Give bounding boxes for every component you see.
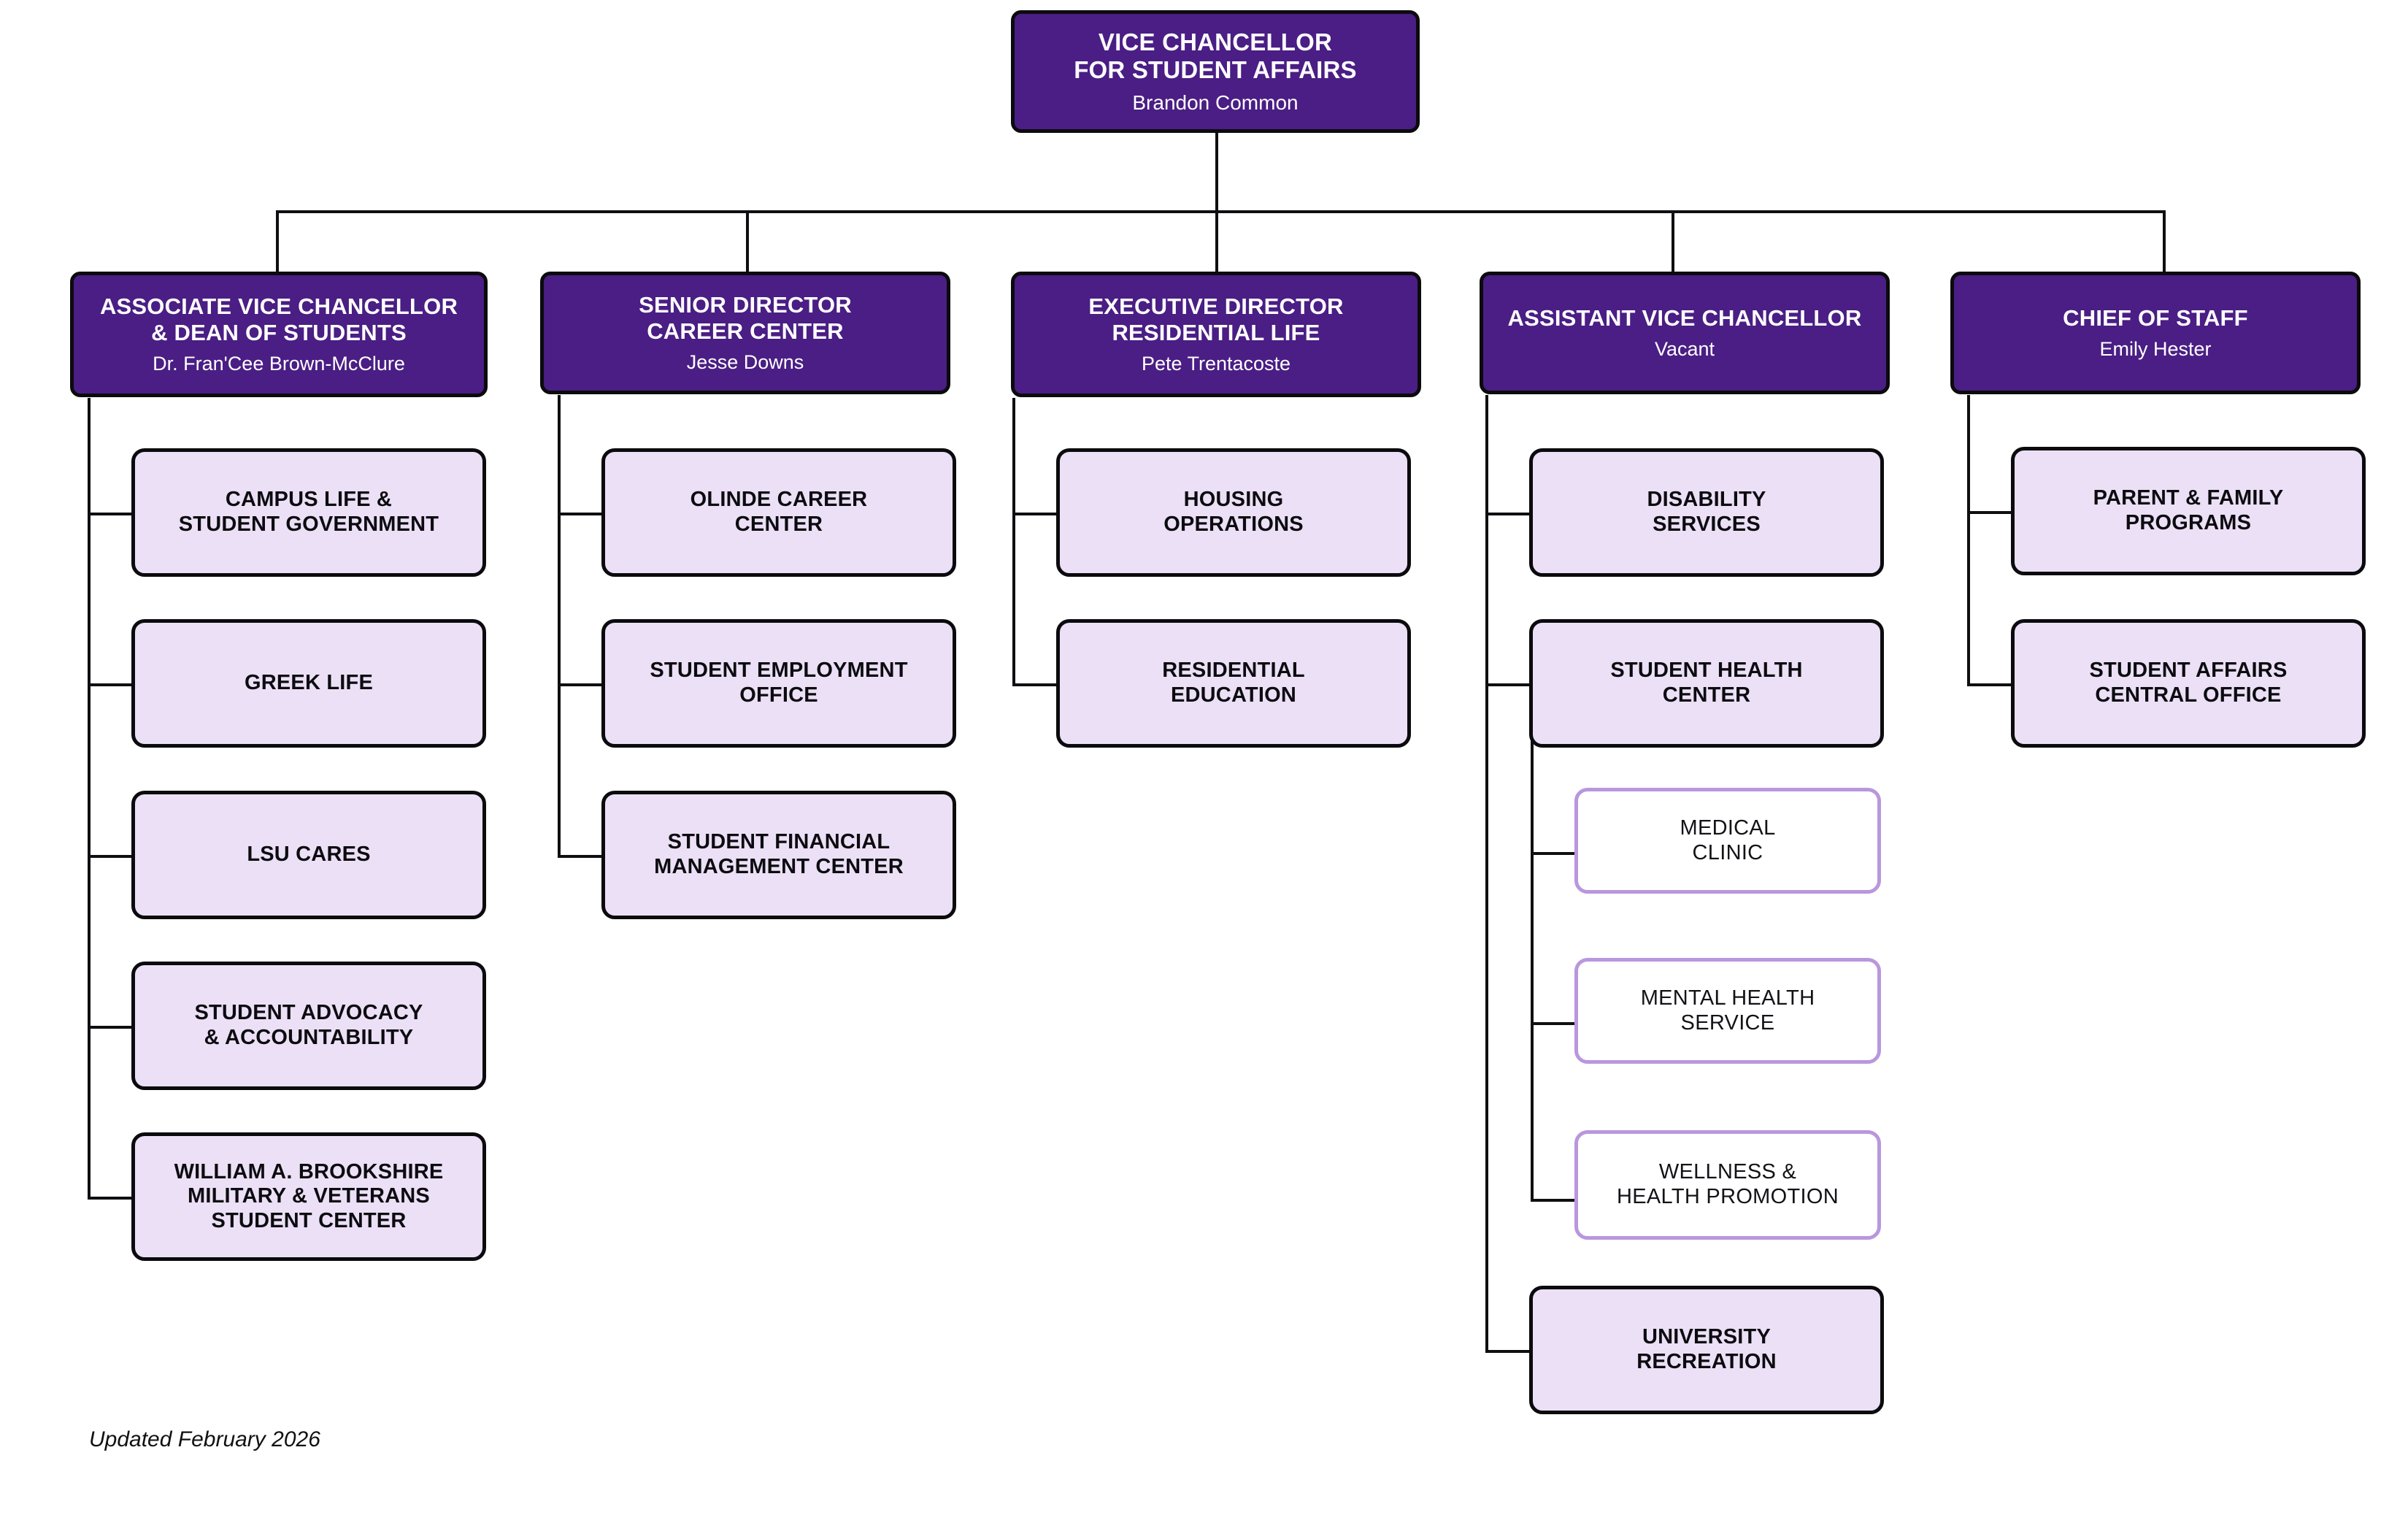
connector-subspine-student-health-center <box>1531 739 1534 1202</box>
node-student-affairs-central-office[interactable]: STUDENT AFFAIRS CENTRAL OFFICE <box>2011 619 2366 748</box>
node-residential-education[interactable]: RESIDENTIAL EDUCATION <box>1056 619 1411 748</box>
connector-substub-wellness-health-promotion <box>1531 1199 1576 1202</box>
node-medical-clinic[interactable]: MEDICAL CLINIC <box>1574 788 1881 894</box>
node-student-advocacy-accountability[interactable]: STUDENT ADVOCACY & ACCOUNTABILITY <box>131 962 486 1090</box>
node-university-recreation[interactable]: UNIVERSITY RECREATION <box>1529 1286 1884 1414</box>
node-title: CAMPUS LIFE & STUDENT GOVERNMENT <box>178 488 439 536</box>
node-title: HOUSING OPERATIONS <box>1163 488 1304 536</box>
node-title: MENTAL HEALTH SERVICE <box>1640 986 1815 1035</box>
node-title: CHIEF OF STAFF <box>2063 304 2248 331</box>
connector-stub-col5-2 <box>1967 683 2012 686</box>
connector-root-bus <box>276 210 2166 213</box>
node-title: STUDENT HEALTH CENTER <box>1610 659 1803 707</box>
updated-date-note: Updated February 2026 <box>89 1427 320 1451</box>
connector-drop-4 <box>1672 210 1674 272</box>
connector-substub-mental-health-service <box>1531 1022 1576 1025</box>
connector-stub-col4-2 <box>1485 683 1531 686</box>
connector-stub-col1-1 <box>88 513 133 515</box>
node-title: WILLIAM A. BROOKSHIRE MILITARY & VETERAN… <box>174 1159 444 1232</box>
connector-stub-col3-2 <box>1012 683 1058 686</box>
connector-drop-1 <box>276 210 279 272</box>
node-person: Dr. Fran'Cee Brown-McClure <box>153 352 405 375</box>
node-title: STUDENT EMPLOYMENT OFFICE <box>650 659 908 707</box>
node-title: UNIVERSITY RECREATION <box>1636 1325 1777 1373</box>
connector-stub-col4-1 <box>1485 513 1531 515</box>
connector-stub-col5-1 <box>1967 511 2012 514</box>
connector-drop-2 <box>746 210 749 272</box>
node-title: SENIOR DIRECTOR CAREER CENTER <box>639 291 852 344</box>
node-vice-chancellor-for-student-affairs[interactable]: VICE CHANCELLOR FOR STUDENT AFFAIRS Bran… <box>1011 10 1420 133</box>
node-chief-of-staff[interactable]: CHIEF OF STAFF Emily Hester <box>1950 272 2361 394</box>
connector-stub-col2-3 <box>558 855 603 858</box>
node-lsu-cares[interactable]: LSU CARES <box>131 791 486 919</box>
node-title: STUDENT ADVOCACY & ACCOUNTABILITY <box>194 1001 423 1049</box>
connector-stub-col3-1 <box>1012 513 1058 515</box>
node-title: VICE CHANCELLOR FOR STUDENT AFFAIRS <box>1074 28 1357 84</box>
connector-spine-col3 <box>1012 398 1015 686</box>
node-student-employment-office[interactable]: STUDENT EMPLOYMENT OFFICE <box>601 619 956 748</box>
connector-stub-col1-2 <box>88 683 133 686</box>
node-wellness-health-promotion[interactable]: WELLNESS & HEALTH PROMOTION <box>1574 1130 1881 1240</box>
node-student-health-center[interactable]: STUDENT HEALTH CENTER <box>1529 619 1884 748</box>
node-disability-services[interactable]: DISABILITY SERVICES <box>1529 448 1884 577</box>
connector-spine-col4 <box>1485 395 1488 1353</box>
node-avc-dean-of-students[interactable]: ASSOCIATE VICE CHANCELLOR & DEAN OF STUD… <box>70 272 488 397</box>
node-assistant-vice-chancellor[interactable]: ASSISTANT VICE CHANCELLOR Vacant <box>1480 272 1890 394</box>
connector-stub-col2-1 <box>558 513 603 515</box>
node-parent-family-programs[interactable]: PARENT & FAMILY PROGRAMS <box>2011 447 2366 575</box>
node-housing-operations[interactable]: HOUSING OPERATIONS <box>1056 448 1411 577</box>
connector-substub-medical-clinic <box>1531 852 1576 855</box>
node-campus-life-student-government[interactable]: CAMPUS LIFE & STUDENT GOVERNMENT <box>131 448 486 577</box>
node-title: MEDICAL CLINIC <box>1680 816 1776 864</box>
connector-stub-col1-5 <box>88 1197 133 1200</box>
node-title: PARENT & FAMILY PROGRAMS <box>2093 486 2284 534</box>
node-title: ASSISTANT VICE CHANCELLOR <box>1507 304 1862 331</box>
connector-stub-col1-3 <box>88 855 133 858</box>
connector-stub-col1-4 <box>88 1026 133 1029</box>
node-greek-life[interactable]: GREEK LIFE <box>131 619 486 748</box>
node-brookshire-military-veterans-student-center[interactable]: WILLIAM A. BROOKSHIRE MILITARY & VETERAN… <box>131 1132 486 1261</box>
connector-drop-3 <box>1215 210 1218 272</box>
node-student-financial-management-center[interactable]: STUDENT FINANCIAL MANAGEMENT CENTER <box>601 791 956 919</box>
node-person: Emily Hester <box>2099 337 2212 360</box>
connector-root-stem <box>1215 132 1218 212</box>
connector-drop-5 <box>2163 210 2166 272</box>
node-title: STUDENT AFFAIRS CENTRAL OFFICE <box>2089 659 2288 707</box>
node-person: Brandon Common <box>1132 91 1299 114</box>
node-person: Pete Trentacoste <box>1141 352 1291 375</box>
node-title: ASSOCIATE VICE CHANCELLOR & DEAN OF STUD… <box>99 293 458 345</box>
node-title: GREEK LIFE <box>244 671 373 695</box>
node-person: Vacant <box>1654 337 1715 360</box>
node-title: DISABILITY SERVICES <box>1647 488 1766 536</box>
node-title: WELLNESS & HEALTH PROMOTION <box>1617 1160 1839 1208</box>
node-olinde-career-center[interactable]: OLINDE CAREER CENTER <box>601 448 956 577</box>
node-mental-health-service[interactable]: MENTAL HEALTH SERVICE <box>1574 958 1881 1064</box>
connector-stub-col2-2 <box>558 683 603 686</box>
connector-spine-col1 <box>88 398 91 1200</box>
node-person: Jesse Downs <box>686 350 804 373</box>
node-title: EXECUTIVE DIRECTOR RESIDENTIAL LIFE <box>1088 293 1344 345</box>
connector-spine-col5 <box>1967 395 1970 683</box>
node-title: LSU CARES <box>247 843 371 867</box>
connector-stub-col4-3 <box>1485 1350 1531 1353</box>
connector-spine-col2 <box>558 395 561 855</box>
node-title: STUDENT FINANCIAL MANAGEMENT CENTER <box>654 830 904 878</box>
node-title: RESIDENTIAL EDUCATION <box>1162 659 1305 707</box>
node-senior-director-career-center[interactable]: SENIOR DIRECTOR CAREER CENTER Jesse Down… <box>540 272 950 394</box>
node-executive-director-residential-life[interactable]: EXECUTIVE DIRECTOR RESIDENTIAL LIFE Pete… <box>1011 272 1421 397</box>
node-title: OLINDE CAREER CENTER <box>690 488 868 536</box>
